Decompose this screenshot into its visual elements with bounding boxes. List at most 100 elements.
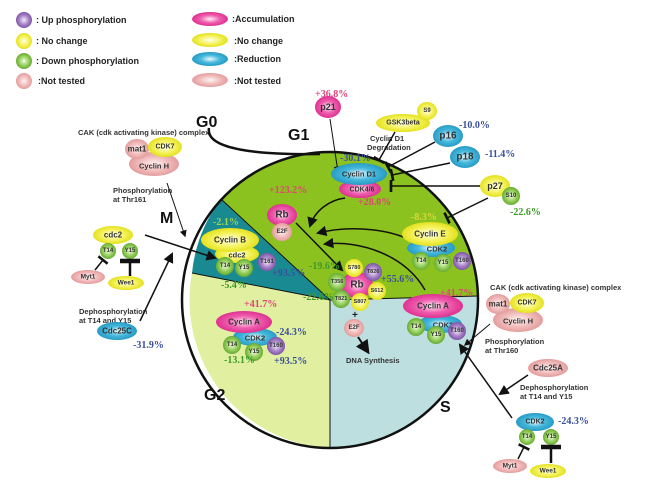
legend-up-phosphorylation: : Up phosphorylation bbox=[16, 12, 127, 28]
svg-text:CDK7: CDK7 bbox=[517, 300, 536, 307]
svg-text:-22.6%: -22.6% bbox=[303, 292, 334, 303]
svg-text:+93.5%: +93.5% bbox=[272, 268, 305, 279]
svg-text:S10: S10 bbox=[506, 193, 517, 199]
cdk2-to-s-arrow bbox=[458, 343, 513, 419]
svg-text:-2.1%: -2.1% bbox=[213, 217, 239, 228]
p16-inhibition bbox=[384, 141, 436, 173]
cak-title: CAK (cdk activating kinase) complex bbox=[78, 128, 210, 137]
rb-e2f-complex: +123.2% Rb E2F bbox=[267, 185, 307, 241]
svg-text:T161: T161 bbox=[260, 259, 274, 265]
s612-site bbox=[368, 282, 386, 300]
svg-text:-10.0%: -10.0% bbox=[459, 120, 490, 131]
t161-site bbox=[258, 253, 276, 271]
svg-text:Cyclin A: Cyclin A bbox=[228, 318, 260, 327]
wee1-ellipse bbox=[530, 464, 566, 478]
p18-node: p18 -11.4% bbox=[450, 146, 515, 168]
s10-site bbox=[502, 187, 520, 205]
e2f-to-dna-arrow bbox=[355, 336, 370, 355]
t14-site bbox=[100, 243, 116, 259]
cdk46-to-rb-arrow bbox=[307, 197, 346, 229]
s9-site bbox=[417, 102, 437, 120]
p16-node: p16 -10.0% bbox=[433, 120, 490, 147]
legend-not-tested-expression: :Not tested bbox=[192, 73, 281, 87]
myt1-ellipse bbox=[493, 459, 527, 473]
svg-text:T826: T826 bbox=[367, 269, 380, 275]
p27-inhibition-cyclin-e bbox=[443, 197, 489, 224]
right-regulators: CAK (cdk activating kinase) complex Cycl… bbox=[458, 283, 622, 478]
gsk3beta-ellipse bbox=[376, 114, 430, 132]
svg-text:CDK2: CDK2 bbox=[245, 334, 265, 343]
cdc25a-arrow bbox=[498, 374, 529, 396]
svg-text:Wee1: Wee1 bbox=[118, 280, 135, 287]
yellow-ellipse-icon bbox=[192, 33, 228, 47]
svg-text:+28.0%: +28.0% bbox=[358, 197, 391, 208]
svg-text:p16: p16 bbox=[439, 131, 457, 142]
phase-label-g1: G1 bbox=[288, 127, 309, 144]
legend-no-change-expression: :No change bbox=[192, 33, 283, 47]
p18-inhibition bbox=[389, 162, 451, 182]
svg-text:T160: T160 bbox=[450, 328, 464, 334]
phase-label-g2: G2 bbox=[204, 387, 225, 404]
pink-ellipse-icon bbox=[192, 73, 228, 87]
svg-text:Cyclin D1: Cyclin D1 bbox=[342, 170, 376, 179]
cyclin-h-ellipse bbox=[493, 308, 543, 332]
svg-text:Rb: Rb bbox=[350, 280, 363, 291]
svg-text:Myt1: Myt1 bbox=[81, 274, 96, 281]
myt1-ellipse bbox=[71, 270, 105, 284]
cdc2-to-m-arrow bbox=[144, 234, 217, 261]
svg-text:+41.7%: +41.7% bbox=[440, 288, 473, 299]
t160-site bbox=[267, 337, 285, 355]
svg-text:-8.3%: -8.3% bbox=[411, 212, 437, 223]
svg-text:Cdc25C: Cdc25C bbox=[102, 327, 132, 336]
svg-text:T14: T14 bbox=[103, 248, 114, 254]
svg-text:T160: T160 bbox=[269, 343, 283, 349]
rb-phospho-complex: Rb S780 T826 T356 S612 T821 S807 -19.6% … bbox=[303, 259, 414, 365]
svg-text:cdc2: cdc2 bbox=[228, 251, 245, 260]
svg-text:T160: T160 bbox=[455, 258, 469, 264]
svg-text::Not tested: :Not tested bbox=[38, 76, 85, 86]
y15-site bbox=[122, 243, 138, 259]
legend-reduction: :Reduction bbox=[192, 52, 281, 66]
svg-text:T14: T14 bbox=[220, 263, 231, 269]
e2f-free-ellipse bbox=[344, 319, 364, 337]
svg-text:: Up phosphorylation: : Up phosphorylation bbox=[36, 15, 127, 25]
svg-text:CDK2: CDK2 bbox=[427, 245, 447, 254]
cdk7-ellipse bbox=[510, 293, 544, 313]
left-regulators: CAK (cdk activating kinase) complex Cycl… bbox=[71, 128, 217, 351]
svg-text:T356: T356 bbox=[331, 279, 344, 285]
svg-text:Y15: Y15 bbox=[249, 349, 260, 355]
y15-site bbox=[434, 254, 452, 272]
svg-text:p18: p18 bbox=[456, 152, 474, 163]
svg-text:Y15: Y15 bbox=[125, 248, 136, 254]
cyclin-a-ellipse bbox=[216, 311, 272, 333]
magenta-ellipse-icon bbox=[192, 12, 228, 26]
t356-site bbox=[328, 273, 346, 291]
cdk7-ellipse bbox=[148, 137, 182, 157]
svg-text:mat1: mat1 bbox=[489, 300, 508, 309]
phosphorylation-note: Phosphorylation bbox=[113, 186, 173, 195]
e2f-ellipse bbox=[272, 223, 292, 241]
y15-site bbox=[427, 326, 445, 344]
cdk46-ellipse bbox=[339, 180, 381, 198]
svg-text:CDK7: CDK7 bbox=[155, 144, 174, 151]
cycle-outline bbox=[180, 150, 480, 450]
svg-text:E2F: E2F bbox=[348, 325, 359, 331]
y15-site bbox=[245, 343, 263, 361]
svg-text:+93.5%: +93.5% bbox=[274, 356, 307, 367]
svg-text:E2F: E2F bbox=[276, 229, 287, 235]
dephosphorylation-note: at T14 and Y15 bbox=[79, 316, 131, 325]
cdk2-ellipse bbox=[516, 413, 554, 431]
phase-label-s: S bbox=[440, 399, 451, 416]
p21-node: +36.8% p21 bbox=[315, 89, 348, 118]
svg-text:+123.2%: +123.2% bbox=[269, 185, 307, 196]
cdc25a-ellipse bbox=[528, 359, 568, 377]
svg-text:p27: p27 bbox=[487, 181, 503, 191]
svg-text:Cyclin E: Cyclin E bbox=[414, 230, 446, 239]
phosphorylation-note: Phosphorylation bbox=[485, 337, 545, 346]
y15-site bbox=[543, 429, 559, 445]
plus-sign: + bbox=[352, 310, 358, 321]
yellow-circle-icon bbox=[16, 33, 32, 49]
p16-ellipse bbox=[433, 125, 463, 147]
svg-text:CDK2: CDK2 bbox=[525, 419, 544, 426]
svg-text::Reduction: :Reduction bbox=[234, 54, 281, 64]
